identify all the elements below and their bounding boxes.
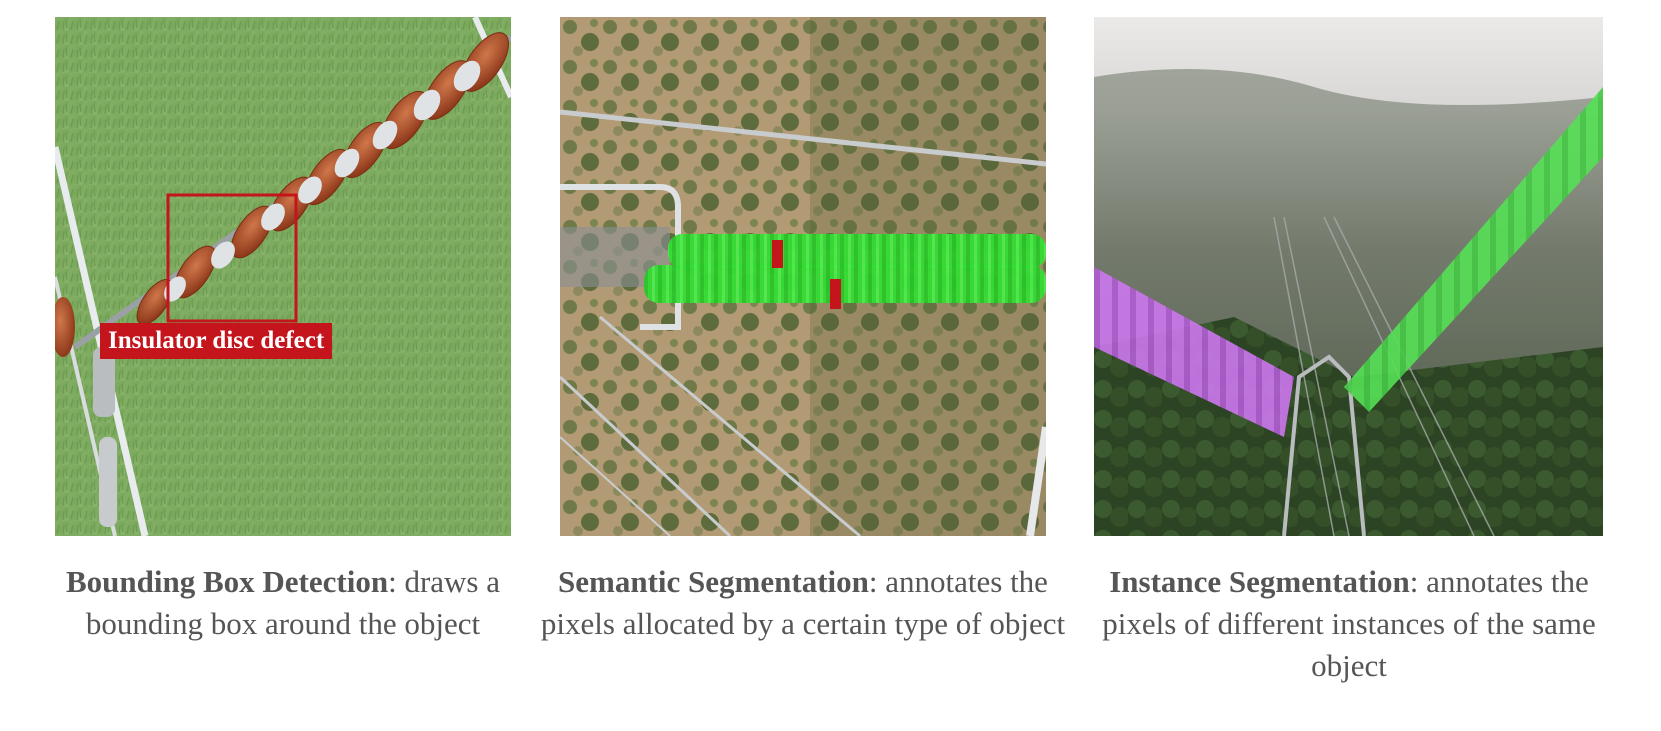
caption-instance: Instance Segmentation: annotates the pix… (1078, 561, 1620, 687)
caption-text: : annotates the pixels allocated by a ce… (540, 564, 1066, 641)
semantic-segmentation-image (560, 17, 1046, 536)
insulator-grass-photo (55, 17, 511, 536)
caption-bounding-box: Bounding Box Detection: draws a bounding… (50, 561, 516, 645)
caption-title: Semantic Segmentation (558, 564, 869, 599)
instance-segmentation-image (1094, 17, 1603, 536)
bounding-box-image: Insulator disc defect (55, 17, 511, 536)
insulator-string (55, 32, 511, 357)
caption-text: : draws a bounding box around the object (85, 564, 500, 641)
semantic-photo (560, 17, 1046, 536)
instance-mask-green (1344, 87, 1603, 412)
caption-title: Instance Segmentation (1109, 564, 1410, 599)
caption-semantic: Semantic Segmentation: annotates the pix… (533, 561, 1073, 645)
caption-text: : annotates the pixels of different inst… (1102, 564, 1596, 683)
bounding-box (166, 193, 298, 323)
caption-title: Bounding Box Detection (65, 564, 389, 599)
defect-label: Insulator disc defect (100, 323, 333, 359)
semantic-mask (644, 234, 1046, 309)
instance-mask-purple (1094, 267, 1294, 437)
instance-photo (1094, 17, 1603, 536)
